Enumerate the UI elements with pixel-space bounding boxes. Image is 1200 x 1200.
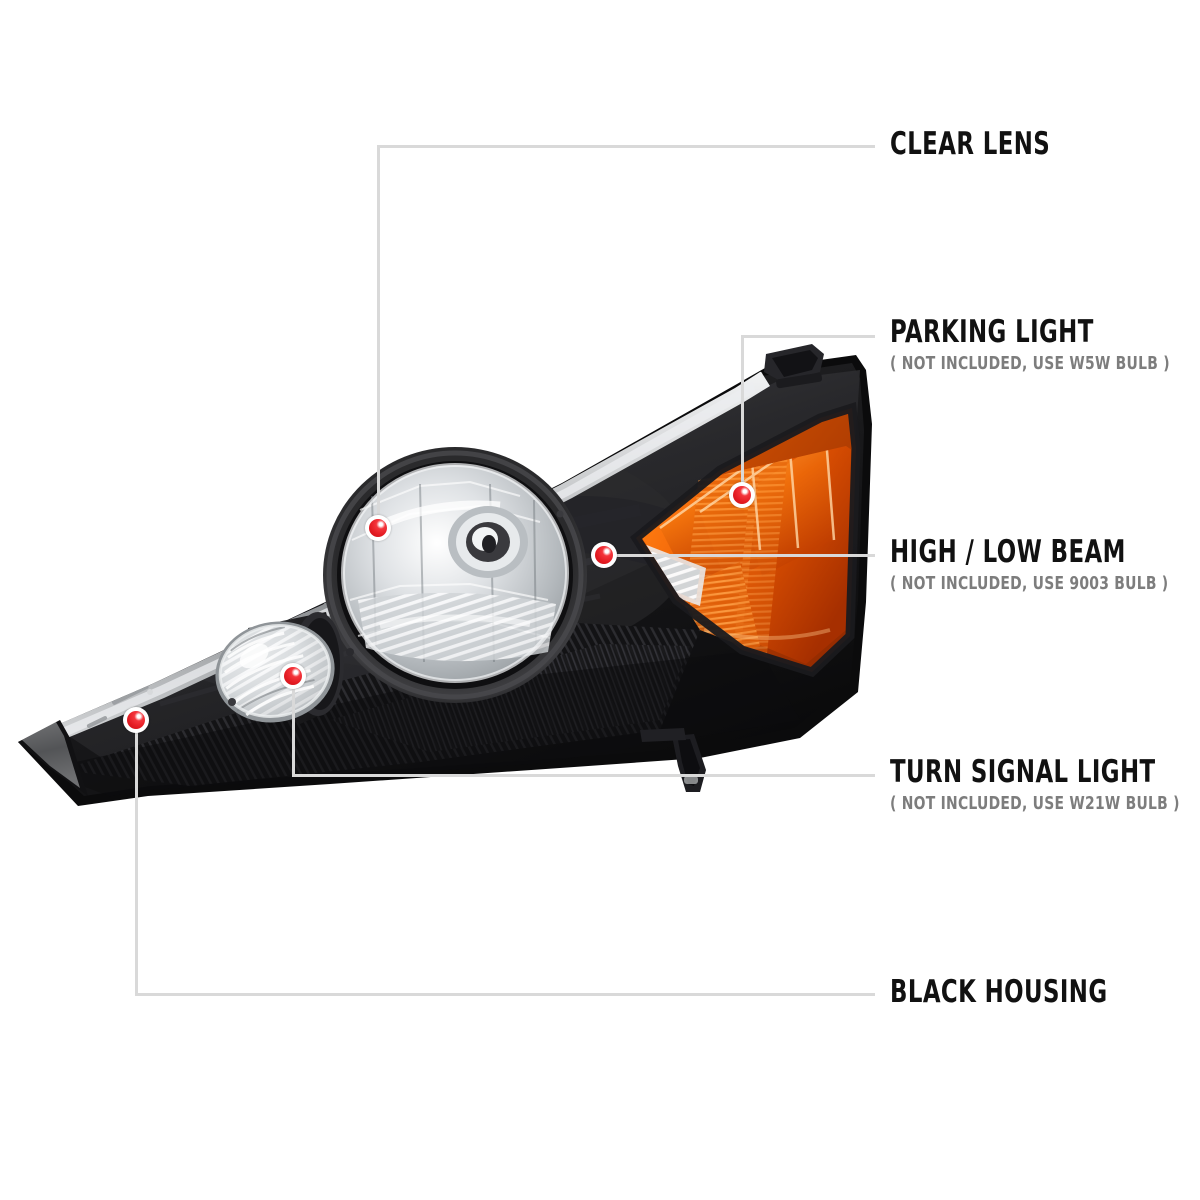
leader-turn-signal-horizontal (292, 774, 875, 777)
leader-clear-lens-horizontal (377, 145, 875, 148)
marker-parking-light[interactable] (729, 482, 755, 508)
bulb-socket-ring (448, 506, 528, 578)
callout-high-low-beam: HIGH / LOW BEAM ( NOT INCLUDED, USE 9003… (890, 537, 1200, 593)
headlight-assembly-image (0, 300, 900, 840)
callout-turn-signal-light-title: TURN SIGNAL LIGHT (890, 754, 1156, 790)
marker-black-housing[interactable] (123, 707, 149, 733)
callout-clear-lens-title: CLEAR LENS (890, 126, 1051, 162)
callout-turn-signal-light-subtitle: ( NOT INCLUDED, USE W21W BULB ) (890, 793, 1180, 814)
leader-parking-light-vertical (741, 335, 744, 497)
callout-high-low-beam-title: HIGH / LOW BEAM (890, 534, 1126, 570)
leader-high-low-beam-horizontal (604, 554, 875, 557)
callout-parking-light-subtitle: ( NOT INCLUDED, USE W5W BULB ) (890, 353, 1170, 374)
callout-clear-lens: CLEAR LENS (890, 129, 1085, 160)
callout-high-low-beam-subtitle: ( NOT INCLUDED, USE 9003 BULB ) (890, 573, 1169, 594)
leader-parking-light-horizontal (741, 335, 875, 338)
main-reflector-bowl (323, 447, 587, 703)
leader-turn-signal-vertical (292, 676, 295, 775)
marker-clear-lens[interactable] (365, 515, 391, 541)
callout-parking-light-title: PARKING LIGHT (890, 314, 1094, 350)
callout-parking-light: PARKING LIGHT ( NOT INCLUDED, USE W5W BU… (890, 317, 1200, 373)
callout-black-housing: BLACK HOUSING (890, 977, 1155, 1008)
callout-turn-signal-light: TURN SIGNAL LIGHT ( NOT INCLUDED, USE W2… (890, 757, 1200, 813)
amber-parking-turn-lens (630, 402, 861, 678)
callout-black-housing-title: BLACK HOUSING (890, 974, 1108, 1010)
upper-mounting-tab (764, 344, 824, 389)
leader-black-housing-horizontal (135, 993, 875, 996)
marker-turn-signal-light[interactable] (280, 663, 306, 689)
marker-high-low-beam[interactable] (591, 542, 617, 568)
leader-clear-lens-vertical (377, 145, 380, 530)
leader-black-housing-vertical (135, 720, 138, 995)
